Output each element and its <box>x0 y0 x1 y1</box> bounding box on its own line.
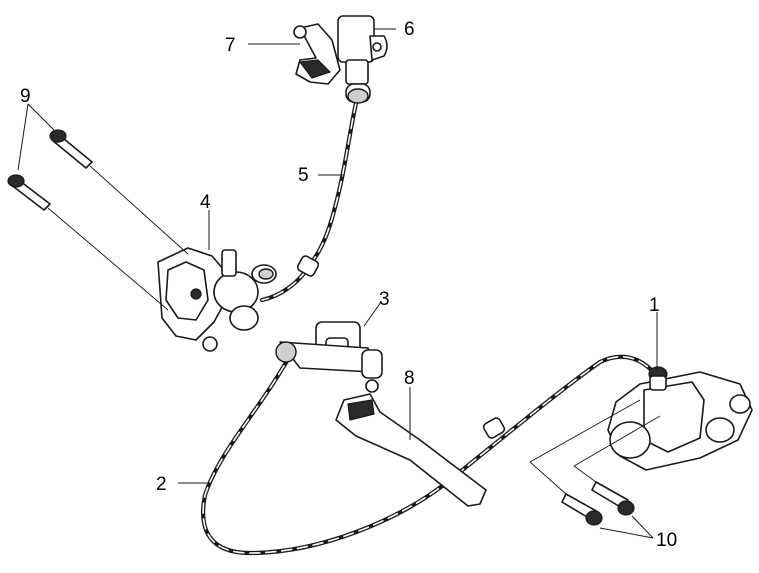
caliper-bolt-lower <box>7 174 51 211</box>
callout-8: 8 <box>404 368 415 389</box>
upper-master-cylinder <box>337 15 388 104</box>
lower-hose-clamp <box>482 417 506 439</box>
callout-10: 10 <box>656 530 677 551</box>
front-caliper-bolt-left <box>561 493 603 526</box>
brake-lever <box>335 393 487 507</box>
callout-2: 2 <box>156 474 167 495</box>
leader-lines <box>17 28 658 539</box>
front-caliper <box>607 366 753 471</box>
callout-6: 6 <box>404 19 415 40</box>
callout-3: 3 <box>379 289 390 310</box>
lower-master-cylinder <box>275 321 383 393</box>
front-caliper-bolt-right <box>591 481 635 516</box>
upper-hose-clamp <box>296 255 320 277</box>
callout-9: 9 <box>20 86 31 107</box>
lower-brake-hose <box>201 349 661 556</box>
upper-lever-bracket <box>293 23 341 85</box>
caliper-bolt-upper <box>49 129 93 169</box>
callout-5: 5 <box>298 165 309 186</box>
upper-brake-hose <box>259 100 359 303</box>
rear-caliper <box>157 247 277 352</box>
callout-7: 7 <box>225 35 236 56</box>
callout-1: 1 <box>649 295 660 316</box>
callout-4: 4 <box>200 192 211 213</box>
